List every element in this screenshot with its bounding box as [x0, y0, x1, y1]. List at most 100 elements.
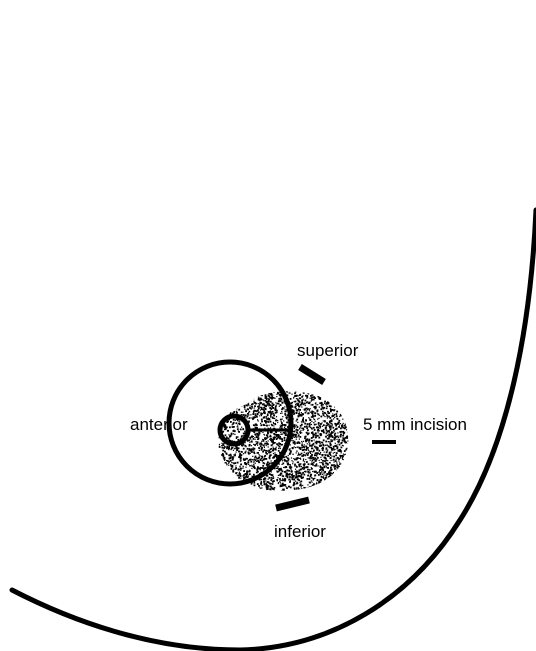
stipple-dot [327, 424, 328, 425]
stipple-dot [335, 425, 337, 427]
stipple-dot [273, 437, 274, 438]
stipple-dot [271, 405, 273, 407]
stipple-dot [264, 467, 266, 469]
stipple-dot [282, 416, 283, 417]
stipple-dot [272, 440, 273, 441]
stipple-dot [297, 455, 298, 456]
stipple-dot [329, 417, 331, 419]
stipple-dot [311, 411, 313, 413]
stipple-dot [268, 437, 269, 438]
stipple-dot [239, 421, 240, 422]
stipple-dot [317, 404, 318, 405]
stipple-dot [269, 390, 270, 391]
stipple-dot [336, 428, 337, 429]
stipple-dot [295, 447, 296, 448]
stipple-dot [324, 420, 325, 421]
stipple-dot [298, 435, 299, 436]
stipple-dot [251, 436, 252, 437]
stipple-dot [261, 403, 262, 404]
stipple-dot [292, 406, 293, 407]
stipple-dot [310, 474, 311, 475]
stipple-dot [341, 431, 343, 433]
stipple-dot [242, 468, 243, 469]
stipple-dot [317, 465, 318, 466]
stipple-dot [236, 436, 238, 438]
stipple-dot [309, 423, 310, 424]
stipple-dot [303, 465, 305, 467]
stipple-dot [313, 418, 314, 419]
stipple-dot [260, 445, 262, 447]
stipple-dot [323, 475, 324, 476]
stipple-dot [325, 441, 327, 443]
stipple-dot [261, 407, 263, 409]
stipple-dot [302, 420, 304, 422]
stipple-dot [270, 417, 271, 418]
stipple-dot [224, 451, 226, 453]
stipple-dot [243, 428, 244, 429]
stipple-dot [262, 465, 264, 467]
stipple-dot [310, 398, 311, 399]
stipple-dot [271, 474, 273, 476]
stipple-dot [284, 485, 285, 486]
stipple-dot [316, 427, 317, 428]
stipple-dot [240, 476, 241, 477]
stipple-dot [321, 476, 323, 478]
stipple-dot [266, 488, 268, 490]
stipple-dot [333, 415, 335, 417]
stipple-dot [276, 410, 277, 411]
stipple-dot [262, 439, 263, 440]
stipple-dot [256, 427, 258, 429]
stipple-dot [346, 453, 347, 454]
stipple-dot [252, 397, 254, 399]
stipple-dot [254, 484, 256, 486]
stipple-dot [254, 459, 256, 461]
stipple-dot [254, 416, 256, 418]
stipple-dot [272, 481, 274, 483]
stipple-dot [280, 404, 281, 405]
stipple-dot [280, 432, 281, 433]
stipple-dot [333, 409, 334, 410]
stipple-dot [286, 422, 287, 423]
stipple-dot [254, 402, 256, 404]
stipple-dot [271, 424, 272, 425]
stipple-dot [274, 452, 275, 453]
stipple-dot [268, 394, 270, 396]
stipple-dot [314, 429, 315, 430]
stipple-dot [309, 445, 311, 447]
stipple-dot [263, 434, 264, 435]
stipple-dot [297, 409, 299, 411]
stipple-dot [323, 431, 325, 433]
stipple-dot [245, 476, 247, 478]
stipple-dot [328, 412, 330, 414]
stipple-dot [322, 462, 323, 463]
stipple-dot [256, 452, 257, 453]
stipple-dot [245, 445, 247, 447]
stipple-dot [327, 416, 328, 417]
stipple-dot [313, 459, 314, 460]
stipple-dot [278, 400, 280, 402]
stipple-dot [336, 411, 338, 413]
stipple-dot [240, 429, 242, 431]
stipple-dot [301, 476, 302, 477]
stipple-dot [343, 423, 344, 424]
stipple-dot [256, 433, 258, 435]
stipple-dot [290, 398, 292, 400]
stipple-dot [292, 402, 293, 403]
stipple-dot [304, 403, 306, 405]
stipple-dot [279, 446, 281, 448]
stipple-dot [248, 412, 249, 413]
stipple-dot [307, 475, 309, 477]
stipple-dot [346, 429, 347, 430]
stipple-dot [320, 474, 321, 475]
stipple-dot [229, 457, 231, 459]
stipple-dot [253, 425, 254, 426]
stipple-dot [303, 449, 305, 451]
stipple-dot [263, 462, 265, 464]
stipple-dot [275, 412, 277, 414]
stipple-dot [262, 392, 264, 394]
stipple-dot [319, 434, 321, 436]
stipple-dot [261, 442, 262, 443]
stipple-dot [290, 448, 291, 449]
stipple-dot [323, 414, 325, 416]
stipple-dot [315, 442, 316, 443]
